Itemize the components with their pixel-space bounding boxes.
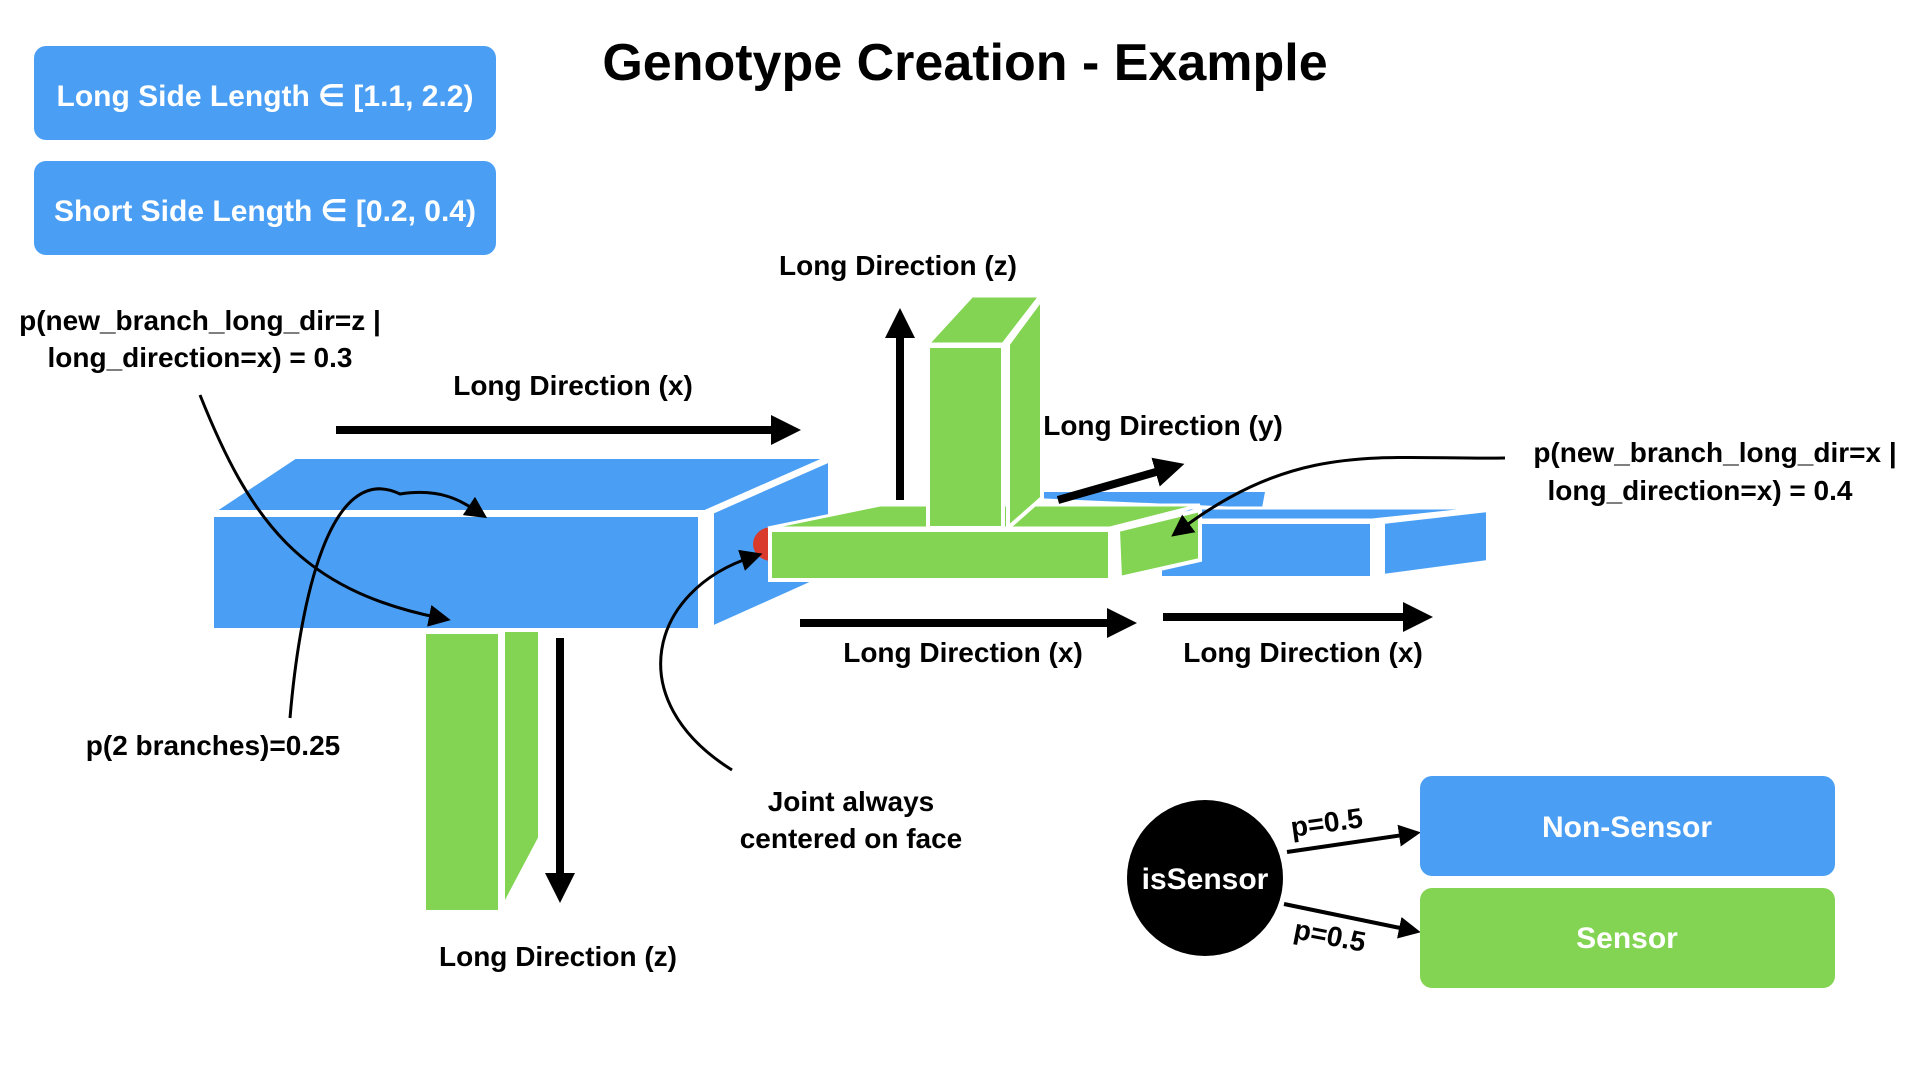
edge-top-prob: p=0.5 [1289,802,1365,843]
green-t-horizontal-front [768,528,1112,582]
main-block-top-face [205,455,831,514]
label-long-dir-x-mid: Long Direction (x) [843,637,1083,668]
label-long-dir-x-left: Long Direction (x) [453,370,693,401]
green-down-block [422,628,542,914]
is-sensor-node [1127,800,1283,956]
main-block-front-face [210,513,702,632]
short-side-label: Short Side Length ∈ [0.2, 0.4) [54,195,476,228]
label-p-branch-z-line1: p(new_branch_long_dir=z | [19,305,381,336]
long-side-label: Long Side Length ∈ [1.1, 2.2) [57,80,474,113]
label-long-dir-z-top: Long Direction (z) [779,250,1017,281]
label-long-dir-z-bottom: Long Direction (z) [439,941,677,972]
green-t-vertical-front [926,344,1005,530]
curve-branch-z [198,394,451,627]
edge-to-sensor [1283,902,1421,939]
label-joint-line1: Joint always [768,786,935,817]
curve-joint [659,549,763,772]
curve-branch-x [1171,455,1506,537]
label-p-branch-x-line2: long_direction=x) = 0.4 [1548,475,1853,506]
arrow-long-dir-y [1056,457,1185,504]
label-long-dir-y: Long Direction (y) [1043,410,1283,441]
long-side-box: Long Side Length ∈ [1.1, 2.2) [34,46,496,140]
green-t-vertical-side [1006,291,1044,533]
is-sensor-label: isSensor [1142,863,1269,896]
green-down-front [422,630,502,914]
green-down-side [501,628,542,909]
main-blue-block [205,455,832,632]
short-side-box: Short Side Length ∈ [0.2, 0.4) [34,161,496,255]
blue-right-top [1159,506,1486,522]
page-title: Genotype Creation - Example [602,34,1327,92]
label-p-branch-z-line2: long_direction=x) = 0.3 [48,342,353,373]
sensor-box [1420,888,1835,988]
edge-to-non-sensor [1286,824,1421,854]
sensor-tree: isSensor p=0.5 p=0.5 Non-Sensor Sensor [1127,776,1835,988]
sensor-label: Sensor [1576,922,1678,955]
label-joint-line2: centered on face [740,823,963,854]
blue-right-side [1381,507,1490,579]
non-sensor-label: Non-Sensor [1542,811,1712,844]
label-p-branch-x-line1: p(new_branch_long_dir=x | [1533,437,1896,468]
label-p-two-branches: p(2 branches)=0.25 [86,730,340,761]
curve-two-branches [288,487,488,719]
label-long-dir-x-right: Long Direction (x) [1183,637,1423,668]
non-sensor-box [1420,776,1835,876]
green-t-block [767,291,1202,582]
